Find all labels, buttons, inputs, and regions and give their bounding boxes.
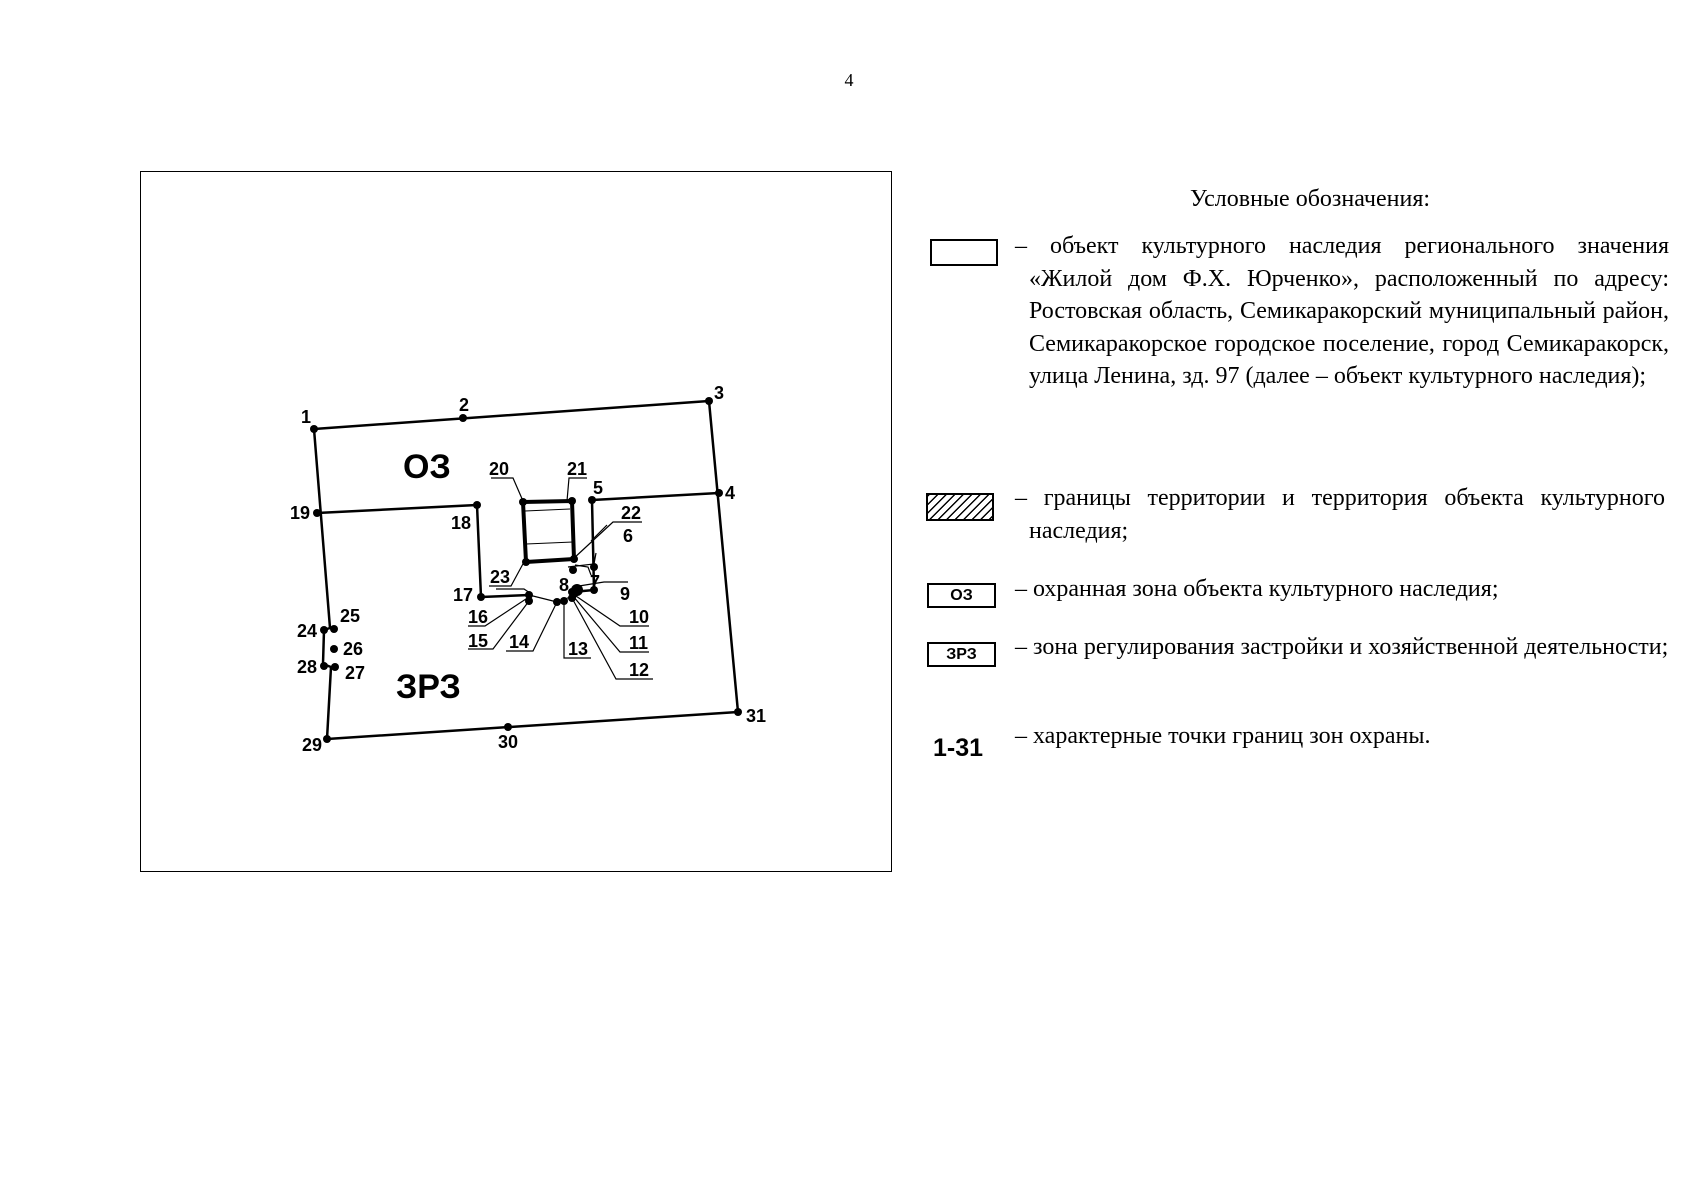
point-label: 6 [623, 526, 633, 546]
legend-symbol-heritage-object [930, 239, 998, 266]
point-label: 5 [593, 478, 603, 498]
point-label: 14 [509, 632, 529, 652]
legend-text-territory: – границы территории и территория объект… [1015, 485, 1665, 544]
point-label: 23 [490, 567, 510, 587]
legend-symbol-zrz: ЗРЗ [927, 642, 996, 667]
legend-text-zrz: – зона регулирования застройки и хозяйст… [1015, 634, 1669, 660]
point-label: 31 [746, 706, 766, 726]
point-label: 7 [590, 572, 600, 592]
point-label: 9 [620, 584, 630, 604]
oz-divider-line-right [591, 491, 720, 502]
point-label: 28 [297, 657, 317, 677]
point-label: 21 [567, 459, 587, 479]
point-label: 22 [621, 503, 641, 523]
point-label: 24 [297, 621, 317, 641]
point-label: 1 [301, 407, 311, 427]
legend-symbol-territory-hatch [926, 493, 994, 521]
zrz-boundary-outer [312, 399, 740, 741]
zone-label-oz: ОЗ [403, 448, 451, 486]
point-label: 18 [451, 513, 471, 533]
point-label: 17 [453, 585, 473, 605]
point-label: 15 [468, 631, 488, 651]
point-label: 30 [498, 732, 518, 752]
point-label: 19 [290, 503, 310, 523]
point-label: 2 [459, 395, 469, 415]
point-label: 25 [340, 606, 360, 626]
point-label: 8 [559, 575, 569, 595]
point-label: 13 [568, 639, 588, 659]
point-label: 3 [714, 383, 724, 403]
boundary-points [310, 397, 742, 743]
zone-map-drawing: ОЗ ЗРЗ 1 2 3 4 5 6 7 8 9 10 11 12 13 14 … [290, 383, 766, 755]
legend-text-heritage-object: – объект культурного наследия региональн… [1015, 233, 1669, 389]
legend-symbol-points: 1-31 [933, 734, 984, 762]
point-label: 20 [489, 459, 509, 479]
oz-divider-line [316, 503, 530, 599]
legend-title: Условные обозначения: [1190, 186, 1431, 212]
page-number: 4 [844, 70, 854, 90]
point-label: 16 [468, 607, 488, 627]
point-label: 12 [629, 660, 649, 680]
zone-label-zrz: ЗРЗ [396, 668, 461, 706]
point-label: 27 [345, 663, 365, 683]
zone-map: ОЗ ЗРЗ 1 2 3 4 5 6 7 8 9 10 11 12 13 14 … [140, 171, 892, 872]
point-label: 4 [725, 483, 735, 503]
legend-symbol-oz: ОЗ [927, 583, 996, 608]
point-label: 10 [629, 607, 649, 627]
point-label: 26 [343, 639, 363, 659]
point-label: 11 [629, 633, 648, 653]
legend-text-oz: – охранная зона объекта культурного насл… [1015, 576, 1499, 602]
point-label: 29 [302, 735, 322, 755]
legend-text-points: – характерные точки границ зон охраны. [1015, 723, 1431, 749]
